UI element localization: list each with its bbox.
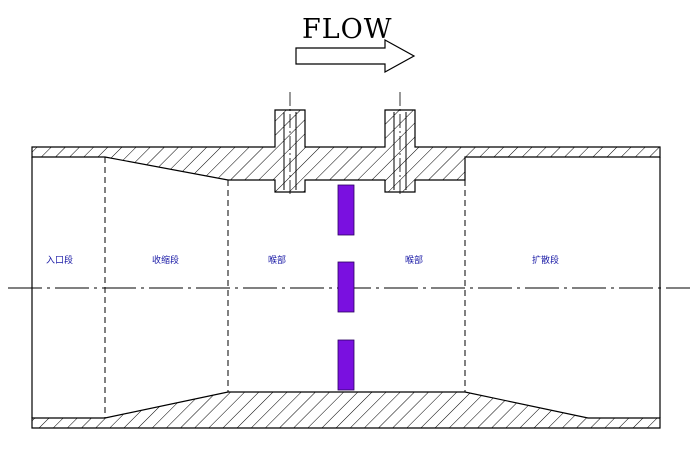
pressure-tap-right	[393, 92, 407, 196]
flow-title: FLOW	[302, 14, 393, 45]
bottom-wall	[31, 391, 661, 429]
pressure-tap-left	[283, 92, 297, 196]
vane-top	[337, 184, 355, 236]
label-throat-1: 喉部	[268, 254, 286, 266]
label-throat-2: 喉部	[405, 254, 423, 266]
top-wall	[31, 109, 661, 193]
flow-arrow-icon	[295, 38, 416, 74]
label-diffuser: 扩散段	[532, 254, 559, 266]
vane-bottom	[337, 339, 355, 391]
vane-middle	[337, 261, 355, 313]
label-inlet: 入口段	[46, 254, 73, 266]
label-converging: 收缩段	[152, 254, 179, 266]
